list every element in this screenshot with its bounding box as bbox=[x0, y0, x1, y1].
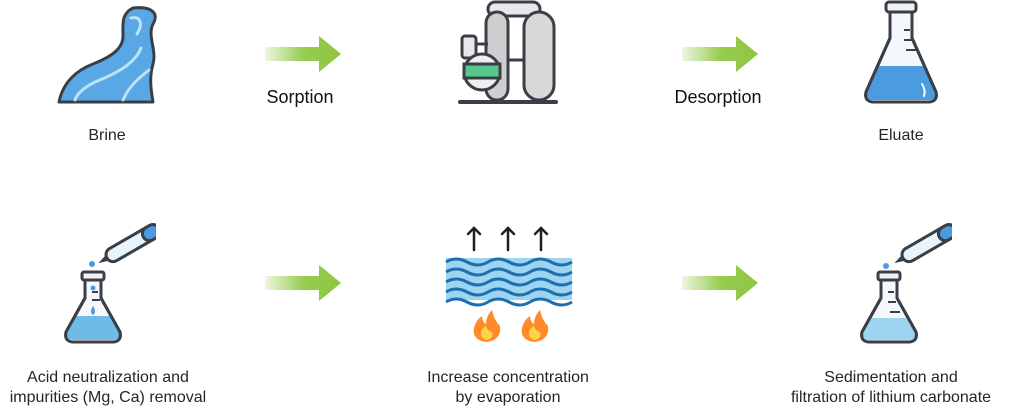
acid-neutralization-label-line1: Acid neutralization and bbox=[27, 369, 189, 386]
sorption-label: Sorption bbox=[266, 87, 334, 107]
eluate-label: Eluate bbox=[878, 127, 924, 144]
acid-neutralization-label-line2: impurities (Mg, Ca) removal bbox=[9, 389, 207, 406]
river-icon bbox=[57, 6, 157, 104]
desorption-label: Desorption bbox=[674, 87, 762, 107]
evaporation-label-line2: by evaporation bbox=[455, 389, 561, 406]
evaporation-label-line1: Increase concentration bbox=[427, 369, 589, 386]
evaporation-icon bbox=[445, 226, 573, 342]
up-arrow-icon bbox=[466, 226, 549, 252]
arrow-right-icon bbox=[682, 36, 758, 72]
industrial-plant-icon bbox=[458, 0, 558, 104]
flame-icon bbox=[521, 310, 549, 342]
flame-icon bbox=[473, 310, 501, 342]
brine-label: Brine bbox=[88, 127, 126, 144]
flask-with-pipette-icon bbox=[64, 223, 156, 344]
erlenmeyer-flask-icon bbox=[864, 0, 938, 104]
arrow-right-icon bbox=[682, 265, 758, 301]
flask-with-pipette-icon bbox=[860, 223, 952, 344]
sedimentation-label-line2: filtration of lithium carbonate bbox=[790, 389, 992, 406]
arrow-right-icon bbox=[265, 265, 341, 301]
arrow-right-icon bbox=[265, 36, 341, 72]
sedimentation-label-line1: Sedimentation and bbox=[824, 369, 958, 386]
